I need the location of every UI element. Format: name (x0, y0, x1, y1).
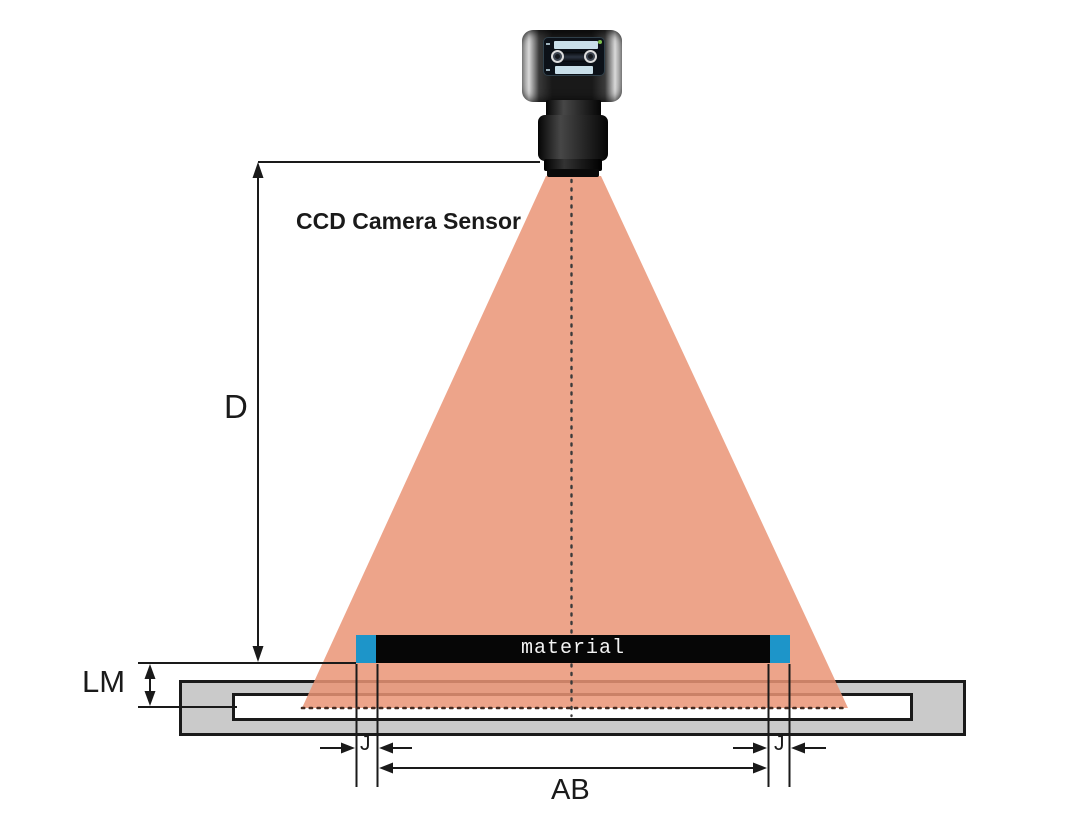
camera-lens-tip (547, 169, 599, 177)
ab-arrow-right (753, 762, 767, 774)
lm-arrow-down (144, 691, 156, 706)
lm-label: LM (82, 664, 126, 699)
light-cone-shape (302, 176, 848, 708)
camera-reel-right-icon (584, 50, 597, 63)
ab-label: AB (551, 774, 590, 806)
material-label: material (520, 637, 625, 660)
conveyor-slot (232, 693, 913, 721)
camera-lens-ring (544, 159, 602, 171)
camera-lens-barrel (538, 115, 608, 161)
material-left-edge-marker (356, 635, 376, 663)
j-right-label: J (774, 732, 785, 755)
camera-screen-tick (546, 43, 550, 45)
j-left-label: J (360, 732, 371, 755)
camera-screen-bottom-bar (555, 66, 593, 74)
material-right-edge-marker (770, 635, 790, 663)
distance-d-label: D (224, 388, 248, 425)
ab-arrow-left (379, 762, 393, 774)
camera-screen-top-bar (554, 41, 598, 49)
j-right-arrow-left (791, 742, 805, 754)
d-arrow-down (252, 646, 264, 662)
material-strip: material (356, 635, 790, 663)
camera-sensor-label: CCD Camera Sensor (296, 208, 521, 234)
j-left-arrow-right (341, 742, 355, 754)
camera-lens-mount (546, 100, 601, 117)
lm-arrow-up (144, 664, 156, 679)
j-right-arrow-right (753, 742, 767, 754)
camera-reel-left-icon (551, 50, 564, 63)
camera-screen-band (557, 52, 593, 62)
camera-screen-tick (546, 69, 550, 71)
camera-led-icon (598, 40, 602, 44)
j-left-arrow-left (379, 742, 393, 754)
d-arrow-up (252, 162, 264, 178)
conveyor-platform (179, 680, 966, 736)
